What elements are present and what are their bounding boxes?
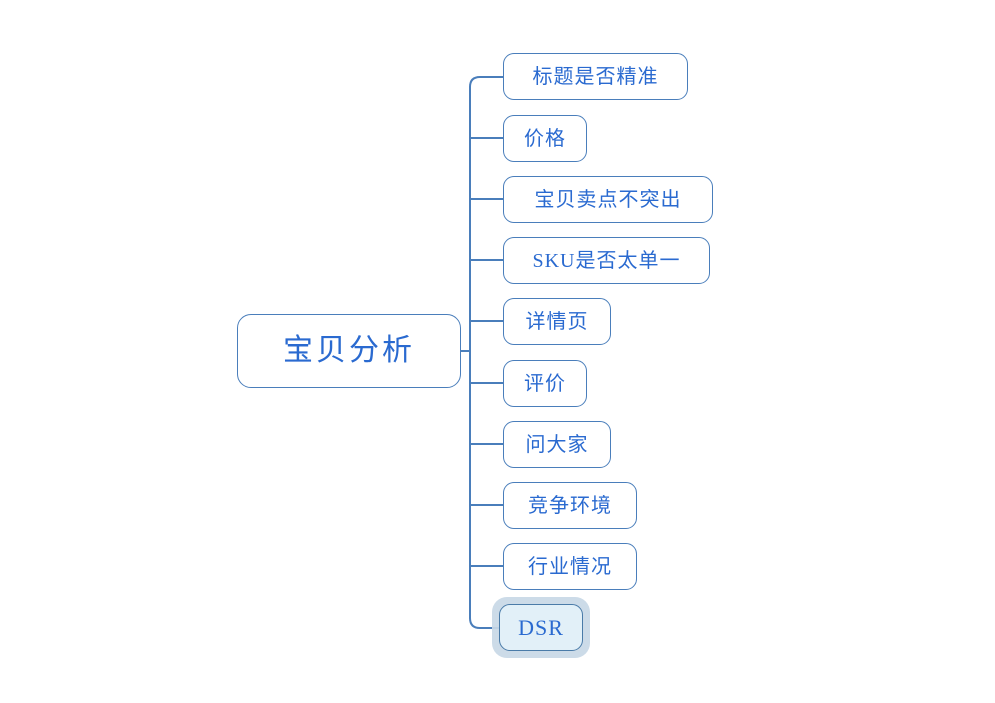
branch-node-5[interactable]: 详情页 [503,298,611,345]
branch-node-7[interactable]: 问大家 [503,421,611,468]
branch-node-8[interactable]: 竞争环境 [503,482,637,529]
branch-node-3-label: 宝贝卖点不突出 [534,188,682,211]
branch-node-7-label: 问大家 [525,433,589,456]
branch-node-10-label: DSR [518,614,564,640]
branch-node-9[interactable]: 行业情况 [503,543,637,590]
branch-node-3[interactable]: 宝贝卖点不突出 [503,176,713,223]
connector-branch-1 [469,76,504,88]
branch-node-8-label: 竞争环境 [528,494,612,517]
branch-node-1-label: 标题是否精准 [532,65,659,88]
branch-node-4[interactable]: SKU是否太单一 [503,237,710,284]
branch-node-5-label: 详情页 [525,310,589,333]
branch-node-2-label: 价格 [524,127,566,150]
branch-node-1[interactable]: 标题是否精准 [503,53,688,100]
branch-node-4-label: SKU是否太单一 [532,249,681,272]
branch-node-9-label: 行业情况 [528,555,612,578]
branch-node-6[interactable]: 评价 [503,360,587,407]
branch-node-2[interactable]: 价格 [503,115,587,162]
root-node-label: 宝贝分析 [283,334,415,367]
root-node[interactable]: 宝贝分析 [237,314,461,388]
branch-node-10-selected[interactable]: DSR [499,604,583,651]
branch-node-6-label: 评价 [524,372,566,395]
